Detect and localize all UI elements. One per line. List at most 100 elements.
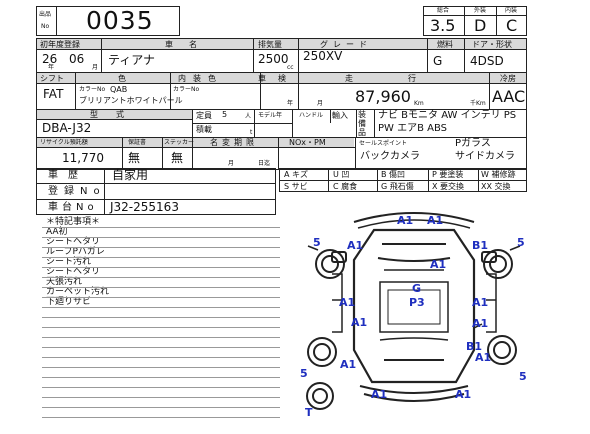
legend-u: U 凹 (333, 170, 350, 179)
damage-mark: 5 (517, 236, 525, 249)
year-unit: 年 (48, 64, 55, 71)
thousand-km-unit: 千Km (470, 100, 486, 107)
color-no: QAB (110, 85, 128, 94)
legend-g: G 飛石傷 (381, 182, 414, 191)
warranty-value: 無 (128, 151, 141, 165)
damage-mark: B1 (466, 340, 483, 353)
inspection-label: 車検 (258, 74, 298, 83)
exterior-grade: D (474, 16, 487, 35)
damage-mark: A1 (340, 358, 357, 371)
recycle-fee: 11,770 (62, 151, 104, 165)
lot-number-box (36, 6, 180, 36)
note-item: シート汚れ (46, 257, 92, 267)
main-grid (36, 38, 527, 170)
car-name: ティアナ (108, 53, 156, 67)
ac-value: AAC (492, 87, 526, 106)
history-label: 車歴 (48, 170, 88, 181)
equipment-line1: ナビ Bモニタ AW インテリ PS (378, 110, 517, 121)
import-label: 輸入 (332, 111, 348, 120)
fuel: G (433, 54, 443, 68)
damage-mark: A1 (430, 258, 447, 271)
sticker-label: ステッカー (164, 139, 195, 146)
history-box (36, 168, 276, 215)
note-item: 下廻りサビ (46, 297, 92, 307)
name-change-label: 名変期限 (210, 138, 258, 147)
displacement: 2500 (258, 52, 289, 66)
damage-mark: A1 (472, 296, 489, 309)
legend-a: A キズ (284, 170, 309, 179)
capacity: 5 (222, 110, 228, 119)
nox-label: NOx・PM (289, 138, 326, 147)
score-box (423, 6, 527, 36)
score-label: 総合 (437, 7, 450, 14)
legend-w: W 補修跡 (481, 170, 516, 179)
insp-year-unit: 年 (287, 100, 294, 107)
grade: 250XV (303, 49, 343, 63)
damage-mark: A1 (472, 317, 489, 330)
damage-mark: A1 (351, 316, 368, 329)
chassis-number: J32-255163 (110, 200, 179, 214)
color-no-label: カラーNo (79, 86, 106, 93)
legend-c: C 腐食 (333, 182, 358, 191)
interior-grade: C (506, 16, 518, 35)
km-unit: Km (414, 100, 424, 107)
color-name: ブリリアントホワイトパール (79, 96, 183, 105)
displacement-label: 排気量 (258, 40, 282, 49)
score-value: 3.5 (430, 16, 456, 35)
damage-mark: 5 (300, 367, 308, 380)
recycle-label: リサイクル預託額 (40, 139, 88, 146)
sales-point-3: サイドカメラ (455, 151, 515, 162)
grade-label: グレード (320, 40, 372, 49)
handle-label: ハンドル (299, 112, 324, 119)
sales-point-label: セールスポイント (359, 140, 408, 147)
first-reg-label: 初年度登録 (40, 40, 80, 49)
ac-label: 冷房 (500, 74, 516, 83)
damage-mark: A1 (347, 239, 364, 252)
fuel-label: 燃料 (437, 40, 453, 49)
legend-xx: XX 交換 (481, 182, 511, 191)
damage-mark: A1 (371, 388, 388, 401)
damage-mark: T (305, 406, 313, 419)
cc-unit: cc (287, 64, 294, 71)
note-item: シートヘタリ (46, 267, 101, 277)
damage-mark: A1 (455, 388, 472, 401)
note-item: ルーフPハガレ (46, 247, 105, 257)
lot-number: 0035 (86, 6, 154, 35)
car-name-label: 車名 (165, 40, 213, 49)
note-item: シートヘタリ (46, 237, 101, 247)
sticker-value: 無 (171, 151, 184, 165)
change-month-unit: 月 (228, 160, 235, 167)
shift: FAT (43, 87, 64, 101)
car-diagram (306, 212, 521, 410)
int-color-no-label: カラーNo (173, 86, 200, 93)
model-year-label: モデル年 (258, 112, 283, 119)
lot-label-bottom: No (41, 23, 50, 30)
notes-title: ＊特記事項＊ (46, 217, 101, 227)
note-item: 天張汚れ (46, 277, 83, 287)
model-label: 型式 (90, 110, 142, 119)
damage-mark: 5 (313, 236, 321, 249)
model-code: DBA-J32 (42, 121, 92, 135)
damage-mark: A1 (475, 351, 492, 364)
damage-mark: P3 (409, 296, 425, 309)
history-value: 自家用 (112, 168, 149, 182)
equipment-label: 装備品 (358, 110, 366, 137)
first-reg-month: 06 (69, 52, 85, 66)
load-label: 積載 (196, 125, 212, 134)
exterior-label: 外装 (474, 7, 487, 14)
warranty-label: 保証書 (128, 139, 147, 146)
first-reg-year: 26 (42, 52, 58, 66)
capacity-label: 定員 (196, 111, 212, 120)
lot-label-top: 出品 (39, 11, 52, 18)
equipment-line2: PW エアB ABS (378, 123, 448, 134)
color-label: 色 (118, 74, 126, 83)
door-shape-label: ドア・形状 (472, 40, 512, 49)
chassis-label: 車台No (48, 202, 98, 213)
mileage-label: 走行 (345, 74, 471, 83)
registration-label: 登録No (48, 186, 106, 197)
insp-month-unit: 月 (317, 100, 324, 107)
month-unit: 月 (92, 64, 99, 71)
legend-b: B 傷凹 (381, 170, 406, 179)
note-item: AA初 (46, 227, 68, 237)
legend-s: S サビ (284, 182, 308, 191)
